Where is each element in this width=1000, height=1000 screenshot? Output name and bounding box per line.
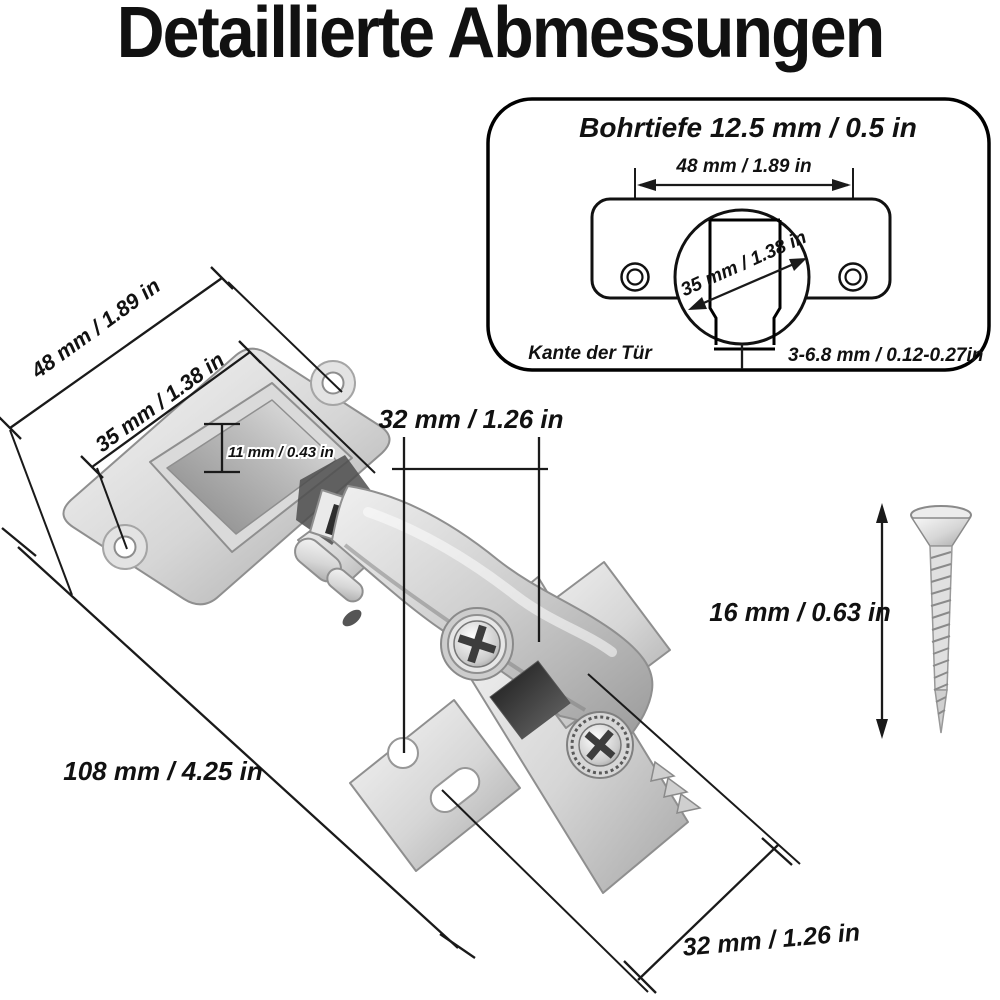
cup-plate-screw-hole-bottom xyxy=(102,524,148,570)
arm-phillips-screw xyxy=(440,607,514,681)
hinge-arm-highlight xyxy=(363,507,617,657)
screw-length-arrow xyxy=(876,503,888,739)
screw-length-label: 16 mm / 0.63 in xyxy=(709,599,890,627)
wing-hole-oblong-lower xyxy=(429,766,481,814)
hinge-illustration xyxy=(62,347,702,894)
arm-rivet xyxy=(342,609,362,627)
cam-phillips-screw xyxy=(566,711,634,779)
inset-door-edge-label: Kante der Tür xyxy=(528,343,653,364)
screw-threads xyxy=(930,551,952,715)
hinge-pivot-pin-2 xyxy=(326,567,364,603)
drill-template-inset: Bohrtiefe 12.5 mm / 0.5 in 48 mm / 1.89 … xyxy=(486,97,991,372)
mounting-plate-wing-lower xyxy=(349,699,521,872)
mounting-plate-serrations xyxy=(650,760,702,814)
adjustment-slot xyxy=(489,660,571,740)
mount-hole-spacing-top-label: 32 mm / 1.26 in xyxy=(379,404,564,434)
page-title: Detaillierte Abmessungen xyxy=(117,0,884,73)
mount-hole-spacing-bottom-label: 32 mm / 1.26 in xyxy=(681,918,861,961)
screw-illustration xyxy=(910,505,972,734)
inset-edge-distance-label: 3-6.8 mm / 0.12-0.27in xyxy=(788,345,983,366)
inset-hole-spacing-label: 48 mm / 1.89 in xyxy=(675,156,811,177)
cup-depth-label: 11 mm / 0.43 in xyxy=(228,444,334,461)
inset-cup-profile xyxy=(708,218,782,345)
dimension-lines xyxy=(0,266,801,994)
inset-title: Bohrtiefe 12.5 mm / 0.5 in xyxy=(579,112,917,143)
overall-length-label: 108 mm / 4.25 in xyxy=(63,756,262,786)
